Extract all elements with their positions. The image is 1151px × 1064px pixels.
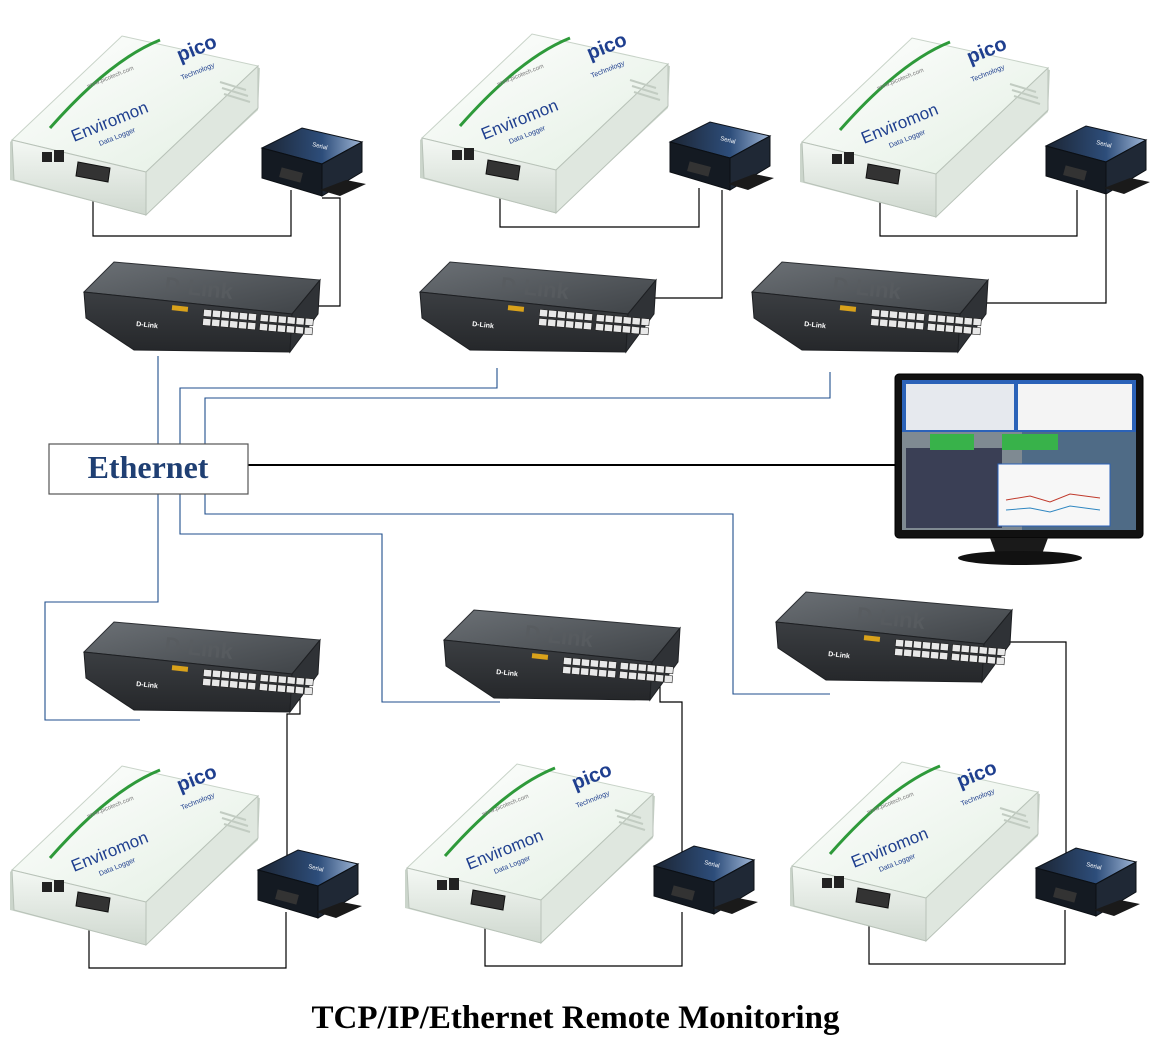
network-cable-bottom-left — [44, 494, 159, 721]
converter-cable-2 — [654, 190, 723, 299]
serial-cable-1 — [92, 185, 292, 237]
enviromon-logger-2 — [418, 27, 672, 215]
network-cable-top-middle — [179, 368, 498, 445]
converter-cable-5 — [659, 670, 683, 862]
network-cables — [44, 356, 831, 721]
ethernet-hub-label: Ethernet — [88, 449, 209, 485]
serial-converter-5 — [653, 845, 759, 915]
serial-cable-6 — [868, 910, 1066, 965]
monitor-pc — [894, 373, 1144, 565]
serial-converter-3 — [1045, 125, 1151, 195]
dlink-switch-3 — [751, 261, 989, 353]
converter-cable-1 — [315, 197, 341, 307]
dlink-switch-2 — [419, 261, 657, 353]
dlink-switch-5 — [443, 609, 681, 701]
network-cable-bottom-right — [204, 494, 830, 695]
ethernet-hub: Ethernet — [48, 443, 249, 495]
serial-converter-2 — [669, 121, 775, 191]
dlink-switch-6 — [775, 591, 1013, 683]
serial-cables — [88, 184, 1078, 969]
serial-converter-4 — [257, 849, 363, 919]
enviromon-logger-5 — [403, 757, 657, 945]
enviromon-logger-6 — [788, 755, 1042, 943]
converter-cable-4 — [286, 688, 301, 870]
dlink-switch-4 — [83, 621, 321, 713]
diagram-caption: TCP/IP/Ethernet Remote Monitoring — [311, 1000, 840, 1036]
serial-cable-2 — [499, 184, 700, 228]
enviromon-logger-4 — [8, 759, 262, 947]
network-cable-top-right — [204, 372, 831, 445]
converter-cable-6 — [1008, 641, 1067, 866]
enviromon-logger-1 — [8, 29, 262, 217]
network-cable-bottom-middle — [179, 494, 500, 703]
serial-cable-3 — [879, 190, 1078, 237]
serial-converter-6 — [1035, 847, 1141, 917]
serial-cable-4 — [88, 912, 287, 969]
ethernet-hub-box — [48, 443, 249, 495]
enviromon-logger-3 — [798, 31, 1052, 219]
serial-converter-1 — [261, 127, 367, 197]
converter-cable-3 — [985, 192, 1107, 304]
dlink-switch-1 — [83, 261, 321, 353]
serial-cable-5 — [484, 912, 683, 967]
